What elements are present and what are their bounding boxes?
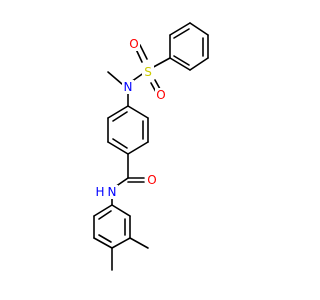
bonds-layer (93, 22, 209, 271)
atom-label: O (147, 173, 156, 187)
bond-inner (98, 210, 112, 220)
bond (169, 22, 191, 36)
atom-label-background (122, 80, 134, 94)
atom-label-background (94, 185, 106, 199)
atom-label: O (129, 37, 138, 51)
atom-n1: N (122, 80, 134, 94)
atom-o2: O (155, 88, 167, 102)
bond-inner (173, 55, 190, 66)
bond (93, 237, 113, 249)
atom-s1: S (142, 65, 154, 79)
bond (139, 44, 148, 60)
atom-o1: O (128, 37, 140, 51)
atom-label-background (128, 37, 140, 51)
atom-label: N (124, 80, 133, 94)
atom-label-background (106, 185, 118, 199)
bond (107, 71, 123, 85)
bond (127, 105, 149, 119)
bond-inner (112, 138, 128, 149)
atom-label: S (144, 65, 152, 79)
bond (189, 57, 209, 71)
bond (129, 237, 149, 249)
bond (154, 79, 161, 90)
atom-label: H (95, 185, 104, 199)
bond-inner (112, 111, 128, 122)
atom-label: N (108, 185, 117, 199)
bond (127, 141, 149, 155)
atom-label-background (146, 173, 158, 187)
bond (107, 141, 129, 155)
atom-label-background (155, 88, 167, 102)
atom-label: O (156, 88, 165, 102)
bond (189, 22, 209, 36)
atom-o3: O (146, 173, 158, 187)
bond (93, 204, 113, 217)
bond-inner (98, 234, 112, 243)
bond (107, 105, 129, 119)
bond (111, 204, 131, 217)
atom-n2: N (106, 185, 118, 199)
bond (169, 57, 191, 71)
bond (111, 237, 131, 249)
atom-label-background (142, 65, 154, 79)
atom-h2: H (94, 185, 106, 199)
bond-inner (173, 28, 190, 39)
